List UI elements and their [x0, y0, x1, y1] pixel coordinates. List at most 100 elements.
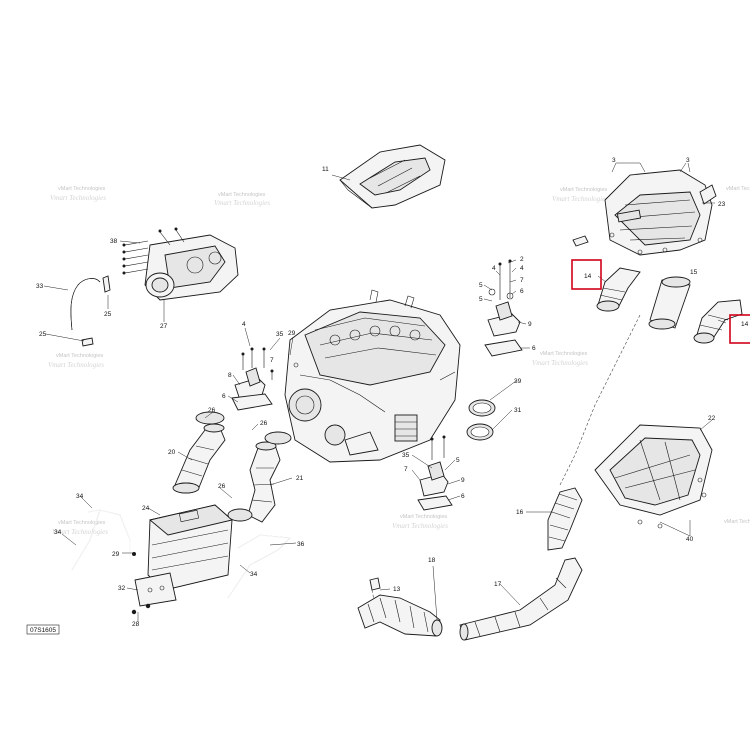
- watermark-text: vMart Technologies: [726, 186, 750, 192]
- callout-25: 25: [104, 311, 112, 318]
- flex-tube-part[interactable]: [547, 487, 583, 551]
- callout-20: 20: [168, 449, 176, 456]
- callout-26: 26: [260, 420, 268, 427]
- callout-29: 29: [112, 551, 120, 558]
- watermark-group: vMart Technologies Vmart Technologies vM…: [48, 186, 750, 536]
- callout-15: 15: [690, 269, 698, 276]
- screw-icon: [132, 552, 136, 556]
- washer-icon: [293, 362, 299, 368]
- callout-2: 2: [520, 256, 524, 263]
- callout-6: 6: [532, 345, 536, 352]
- callout-7: 7: [520, 277, 524, 284]
- callout-38: 38: [110, 238, 118, 245]
- left-engine-mount-part[interactable]: [231, 347, 274, 411]
- callout-7: 7: [404, 466, 408, 473]
- long-air-duct-part[interactable]: [459, 557, 583, 641]
- callout-6: 6: [461, 493, 465, 500]
- callout-5: 5: [479, 296, 483, 303]
- intake-elbow-hose-right-part[interactable]: [693, 299, 743, 344]
- callout-39: 39: [514, 378, 522, 385]
- callout-34: 34: [250, 571, 258, 578]
- boost-hose-21-part[interactable]: [247, 441, 281, 523]
- engine-cover-part[interactable]: [339, 144, 446, 209]
- watermark-text: vMart Technologies: [58, 520, 106, 526]
- callout-6: 6: [520, 288, 524, 295]
- lower-air-duct-part[interactable]: [357, 577, 443, 637]
- watermark-text: vMart Technologies: [560, 187, 608, 193]
- callout-17: 17: [494, 581, 502, 588]
- highlight-box-14-left: [571, 259, 602, 290]
- watermark-text: vMart Technologies: [56, 353, 104, 359]
- lower-engine-mount-part[interactable]: [417, 435, 453, 511]
- callout-35: 35: [402, 452, 410, 459]
- callout-18: 18: [428, 557, 436, 564]
- screw-icon: [131, 609, 137, 615]
- watermark-text: Vmart Technologies: [214, 199, 270, 207]
- callout-3: 3: [612, 157, 616, 164]
- oil-pan-part[interactable]: [594, 424, 713, 529]
- watermark-text: vMart Technologies: [400, 514, 448, 520]
- bracket-34-right-part[interactable]: [227, 534, 292, 599]
- callout-11: 11: [322, 166, 329, 173]
- intercooler-part[interactable]: [147, 504, 233, 591]
- callout-31: 31: [514, 407, 522, 414]
- callout-40: 40: [686, 536, 694, 543]
- callout-9: 9: [528, 321, 532, 328]
- callout-29: 29: [288, 330, 296, 337]
- vent-hose-part[interactable]: [70, 275, 111, 347]
- watermark-text: Vmart Technologies: [48, 361, 104, 369]
- callout-36: 36: [297, 541, 305, 548]
- callout-28: 28: [132, 621, 140, 628]
- callout-35: 35: [276, 331, 284, 338]
- watermark-text: Vmart Technologies: [552, 195, 608, 203]
- callout-4: 4: [520, 265, 524, 272]
- callout-6: 6: [222, 393, 226, 400]
- callout-14: 14: [741, 321, 749, 328]
- callout-4: 4: [242, 321, 246, 328]
- callout-7: 7: [270, 357, 274, 364]
- diagram-code-text: 07S1605: [30, 627, 56, 634]
- watermark-text: vMart Technologies: [724, 519, 750, 525]
- callout-16: 16: [516, 509, 524, 516]
- callout-8: 8: [228, 372, 232, 379]
- callout-14: 14: [584, 273, 592, 280]
- throttle-manifold-part[interactable]: [122, 227, 239, 301]
- callout-22: 22: [708, 415, 716, 422]
- engine-block-part[interactable]: [284, 289, 461, 463]
- hose-clamp-part[interactable]: [466, 399, 496, 441]
- right-engine-mount-part[interactable]: [484, 259, 523, 357]
- watermark-text: vMart Technologies: [58, 186, 106, 192]
- hose-clamp-26-part[interactable]: [172, 411, 292, 522]
- watermark-text: Vmart Technologies: [392, 522, 448, 530]
- callout-25: 25: [39, 331, 47, 338]
- callout-26: 26: [208, 407, 216, 414]
- screw-icon: [145, 603, 151, 609]
- callout-5: 5: [479, 282, 483, 289]
- callout-9: 9: [461, 477, 465, 484]
- watermark-text: Vmart Technologies: [50, 194, 106, 202]
- callout-34: 34: [54, 529, 62, 536]
- callout-23: 23: [718, 201, 726, 208]
- mounting-plate-part[interactable]: [134, 572, 177, 607]
- callout-27: 27: [160, 323, 168, 330]
- callout-13: 13: [393, 586, 401, 593]
- intake-elbow-hose-left-part[interactable]: [596, 267, 641, 312]
- diagram-code-label: 07S1605: [26, 624, 60, 635]
- callout-33: 33: [36, 283, 44, 290]
- callout-5: 5: [456, 457, 460, 464]
- callout-26: 26: [218, 483, 226, 490]
- watermark-text: vMart Technologies: [218, 192, 266, 198]
- callout-24: 24: [142, 505, 150, 512]
- highlight-box-14-right: [729, 314, 750, 344]
- callout-4: 4: [492, 265, 496, 272]
- watermark-text: vMart Technologies: [540, 351, 588, 357]
- intake-tube-part[interactable]: [648, 276, 691, 330]
- watermark-text: Vmart Technologies: [52, 528, 108, 536]
- leader-lines: [43, 162, 727, 622]
- bracket-34-left-part[interactable]: [71, 509, 131, 571]
- callout-labels: 3 3 23 11 38 33 25 25 27 29 2 4 7 6 4 5 …: [36, 157, 749, 628]
- callout-32: 32: [118, 585, 126, 592]
- callout-21: 21: [296, 475, 304, 482]
- intake-plenum-part[interactable]: [572, 169, 717, 256]
